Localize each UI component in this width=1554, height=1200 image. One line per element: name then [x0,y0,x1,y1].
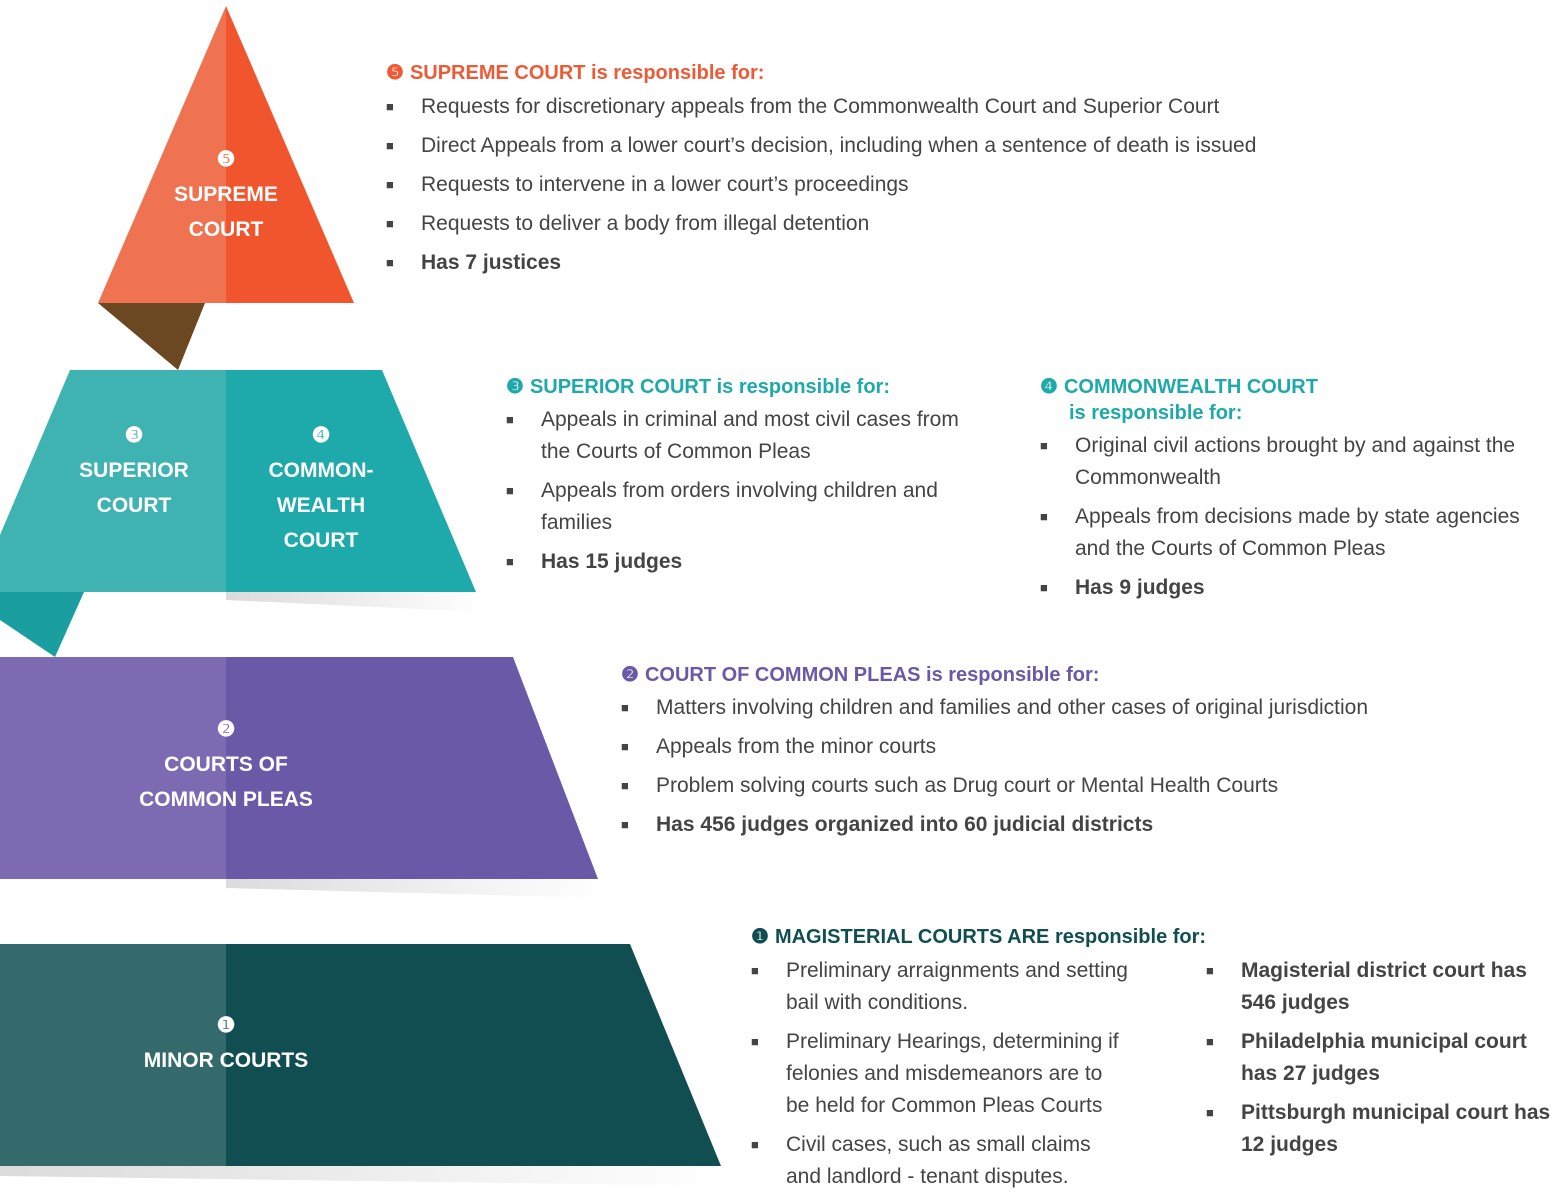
tier-number: ❺ [216,148,236,171]
supreme-tier-label: ❺ SUPREME COURT [126,142,326,247]
tier-number: ❷ [216,718,236,741]
superior-tier-left [0,370,226,592]
superior-tier-label: ❸ SUPERIOR COURT [44,418,224,523]
heading-text: MAGISTERIAL COURTS ARE responsible for: [774,926,1207,948]
list-item: Has 15 judges [506,546,976,578]
list-item: Appeals from orders involving children a… [506,475,976,539]
commonwealth-tier-label: ❹ COMMON- WEALTH COURT [231,418,411,558]
tier-label-line: COMMON- [268,459,374,482]
tier-label-line: WEALTH [276,494,366,517]
minor-tier-left [0,944,226,1166]
list-item: Has 456 judges organized into 60 judicia… [621,809,1521,841]
heading-text: COMMONWEALTH COURT [1063,376,1318,398]
list-item: Direct Appeals from a lower court’s deci… [386,130,1486,162]
number-badge-icon: ❺ [386,62,404,84]
heading-text: is responsible for: [1069,402,1243,424]
tier-shadow [226,592,484,612]
heading-text: COURT OF COMMON PLEAS is responsible for… [644,664,1100,686]
heading-text: SUPREME COURT is responsible for: [409,62,765,84]
tier-label-line: COURT [188,218,264,241]
list-item: Appeals from the minor courts [621,731,1521,763]
supreme-tier-right [226,6,354,303]
supreme-fold [98,303,205,370]
pleas-tier-right [226,657,598,879]
number-badge-icon: ❶ [751,926,769,948]
tier-number: ❹ [311,424,331,447]
list-item: Requests to intervene in a lower court’s… [386,169,1486,201]
tier-shadow [226,879,605,898]
tier-label-line: COURTS OF [164,753,288,776]
list-item: Magisterial district court has 546 judge… [1206,955,1551,1019]
number-badge-icon: ❷ [621,664,639,686]
list-item: Appeals in criminal and most civil cases… [506,404,976,468]
pleas-tier-label: ❷ COURTS OF COMMON PLEAS [96,712,356,817]
minor-tier-label: ❶ MINOR COURTS [96,1008,356,1078]
commonwealth-tier-right [226,370,476,592]
tier-number: ❶ [216,1014,236,1037]
minor-list-right-column: Magisterial district court has 546 judge… [1206,951,1551,1168]
superior-list: Appeals in criminal and most civil cases… [506,404,976,578]
tier-number: ❸ [124,424,144,447]
list-item: Original civil actions brought by and ag… [1040,430,1550,494]
tier-label-line: COMMON PLEAS [139,788,313,811]
supreme-tier-left [98,6,226,303]
pleas-list: Matters involving children and families … [621,692,1521,841]
heading-text: SUPERIOR COURT is responsible for: [529,376,890,398]
list-item: Matters involving children and families … [621,692,1521,724]
tier-label-line: COURT [96,494,172,517]
list-item: Preliminary Hearings, determining if fel… [751,1026,1131,1122]
tier-label-line: MINOR COURTS [143,1049,309,1072]
tier-label-line: SUPERIOR [79,459,189,482]
list-item: Requests to deliver a body from illegal … [386,208,1486,240]
list-item: Has 9 judges [1040,572,1550,604]
list-item: Preliminary arraignments and setting bai… [751,955,1131,1019]
tier-label-line: SUPREME [174,183,278,206]
number-badge-icon: ❸ [506,376,524,398]
tier-label-line: COURT [283,529,359,552]
minor-list-right: Magisterial district court has 546 judge… [1206,955,1551,1161]
list-item: Civil cases, such as small claims and la… [751,1129,1131,1193]
minor-list-left: Preliminary arraignments and setting bai… [751,955,1181,1193]
commonwealth-list: Original civil actions brought by and ag… [1040,430,1550,604]
list-item: Appeals from decisions made by state age… [1040,501,1550,565]
minor-tier-right [226,944,721,1166]
tier-shadow [0,1166,728,1186]
list-item: Has 7 justices [386,247,1486,279]
number-badge-icon: ❹ [1040,376,1058,398]
supreme-list: Requests for discretionary appeals from … [386,91,1486,279]
list-item: Problem solving courts such as Drug cour… [621,770,1521,802]
pleas-tier-left [0,657,226,879]
minor-list-left-column: Preliminary arraignments and setting bai… [751,951,1181,1200]
superior-fold [0,592,84,657]
list-item: Pittsburgh municipal court has 12 judges [1206,1097,1551,1161]
list-item: Requests for discretionary appeals from … [386,91,1486,123]
list-item: Philadelphia municipal court has 27 judg… [1206,1026,1551,1090]
